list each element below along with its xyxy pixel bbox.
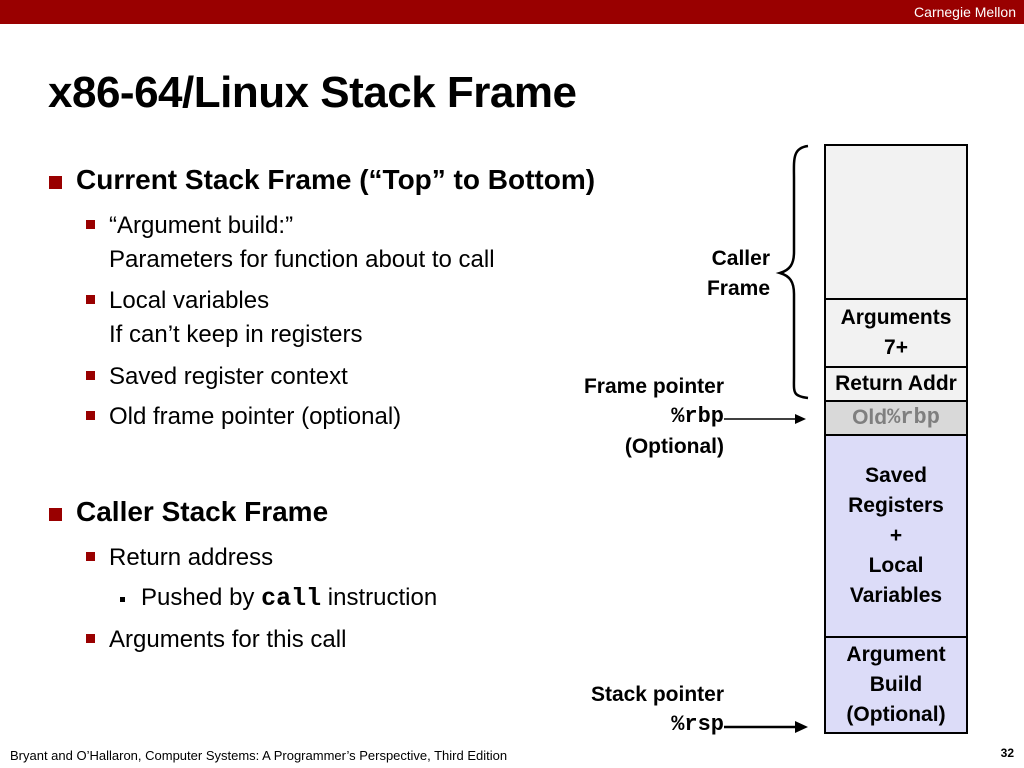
return-addr-cell: Return Addr [826,368,966,402]
local-vars-item: Local variables [109,287,270,314]
stack-pointer-text: Stack pointer [590,683,724,706]
footer-citation: Bryant and O’Hallaron, Computer Systems:… [10,748,508,763]
sub-bullet-icon [86,220,95,229]
saved-line1: Saved [865,464,927,487]
saved-line5: Variables [849,584,943,607]
old-rbp-cell: Old %rbp [826,402,966,436]
saved-line4: Local [868,554,924,577]
pushed-prefix: Pushed by [141,584,262,611]
call-code: call [261,584,322,613]
page-number: 32 [1000,746,1014,760]
header-bar: Carnegie Mellon [0,0,1024,24]
arg-build-detail: Parameters for function about to call [109,246,495,273]
caller-frame-label: Caller Frame [690,244,770,304]
optional-text: (Optional) [624,435,724,458]
arg-build-item: “Argument build:” [109,212,294,239]
rsp-arrow-head-icon [795,721,808,733]
argument-build-cell: Argument Build (Optional) [826,638,966,732]
argbuild-line1: Argument [846,643,946,666]
caller-frame-line1: Caller [711,247,770,270]
brand-label: Carnegie Mellon [914,4,1016,20]
caller-frame-brace [775,144,809,400]
rsp-register: %rsp [671,712,724,737]
bullet-square-icon [49,176,62,189]
sub-sub-bullet-icon [120,597,125,602]
caller-frame-heading: Caller Stack Frame [76,496,329,527]
saved-ctx-item: Saved register context [109,363,348,390]
saved-registers-cell: Saved Registers + Local Variables [826,436,966,638]
slide-title: x86-64/Linux Stack Frame [48,68,577,117]
pushed-by-item: Pushed by call instruction [141,584,437,613]
args-item: Arguments for this call [109,626,347,653]
saved-line3: + [889,524,903,547]
argbuild-line2: Build [869,673,923,696]
current-frame-heading: Current Stack Frame (“Top” to Bottom) [76,164,596,195]
ret-addr-item: Return address [109,544,274,571]
sub-bullet-icon [86,411,95,420]
caller-empty-cell [826,146,966,300]
stack-diagram: Arguments 7+ Return Addr Old %rbp Saved … [824,144,968,734]
argbuild-line3: (Optional) [846,703,946,726]
rbp-arrow-head-icon [795,414,806,424]
arguments-line2: 7+ [884,336,908,359]
frame-pointer-text: Frame pointer [583,375,724,398]
local-vars-detail: If can’t keep in registers [109,321,363,348]
arguments-line1: Arguments [840,306,952,329]
caller-frame-line2: Frame [706,277,770,300]
saved-line2: Registers [848,494,944,517]
arguments-cell: Arguments 7+ [826,300,966,368]
bullet-square-icon [49,508,62,521]
sub-bullet-icon [86,295,95,304]
sub-bullet-icon [86,634,95,643]
rbp-register: %rbp [671,404,724,429]
old-rbp-code: %rbp [887,405,940,430]
old-fp-item: Old frame pointer (optional) [109,403,402,430]
sub-bullet-icon [86,371,95,380]
sub-bullet-icon [86,552,95,561]
pushed-suffix: instruction [321,584,438,611]
frame-pointer-label: Frame pointer %rbp (Optional) [560,372,724,462]
old-prefix: Old [852,406,888,429]
stack-pointer-label: Stack pointer %rsp [560,680,724,740]
